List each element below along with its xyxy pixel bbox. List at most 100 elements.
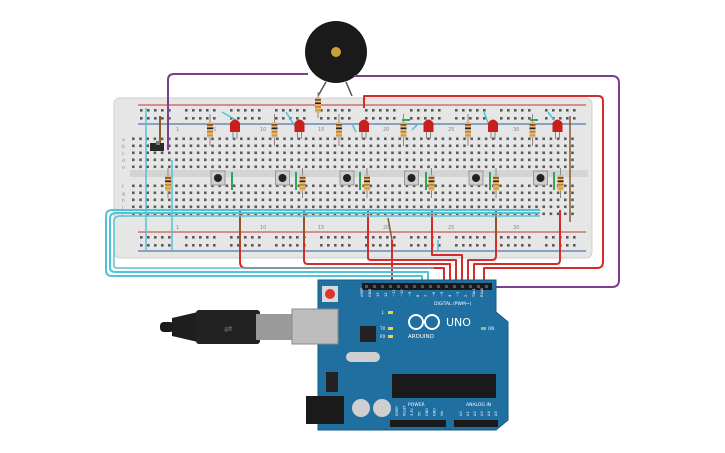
breadboard-hole: [290, 198, 293, 202]
power-header: [390, 420, 446, 427]
push-button[interactable]: [210, 170, 226, 186]
rail-hole: [237, 117, 240, 120]
slide-switch[interactable]: [150, 141, 164, 151]
header-pin[interactable]: [485, 285, 488, 288]
resistor[interactable]: [315, 92, 321, 118]
wire-red-4[interactable]: [431, 210, 463, 284]
breadboard-hole: [261, 198, 265, 202]
red-led[interactable]: [552, 119, 563, 140]
red-led[interactable]: [359, 119, 369, 140]
piezo-buzzer[interactable]: [305, 21, 367, 97]
rail-hole: [573, 236, 576, 239]
resistor[interactable]: [299, 168, 306, 198]
breadboard-hole: [146, 184, 149, 188]
breadboard-hole: [571, 212, 574, 216]
push-button[interactable]: [404, 170, 419, 186]
rail-hole: [438, 117, 441, 120]
wire-cyan-loop-2[interactable]: [109, 212, 540, 286]
header-pin[interactable]: [389, 285, 392, 288]
resistor[interactable]: [207, 114, 213, 146]
header-pin[interactable]: [365, 285, 368, 288]
rail-hole: [154, 236, 157, 239]
wire-red-2[interactable]: [303, 210, 451, 284]
breadboard-hole: [369, 198, 373, 202]
digital-pin-label: TX▸1: [472, 288, 476, 298]
red-led[interactable]: [294, 119, 305, 140]
breadboard-hole: [211, 158, 214, 162]
red-led[interactable]: [488, 119, 498, 140]
breadboard-hole: [175, 165, 178, 169]
breadboard-hole: [146, 144, 149, 148]
breadboard-hole: [297, 191, 301, 195]
resistor[interactable]: [493, 168, 499, 198]
wire-red-top[interactable]: [363, 95, 604, 284]
wire-purple-right[interactable]: [354, 75, 620, 288]
header-pin[interactable]: [413, 285, 416, 288]
row-letter: c: [122, 152, 125, 157]
breadboard-hole: [405, 151, 409, 155]
wire-brown-4[interactable]: [387, 217, 393, 241]
wire-cyan-loop[interactable]: [105, 209, 540, 404]
breadboard-hole: [247, 151, 250, 155]
resistor[interactable]: [364, 168, 370, 198]
breadboard-hole: [384, 198, 387, 202]
push-button[interactable]: [339, 170, 355, 186]
wire-red-6[interactable]: [473, 210, 561, 284]
resistor[interactable]: [465, 114, 471, 146]
header-pin[interactable]: [397, 285, 400, 288]
breadboard-hole: [132, 151, 135, 155]
rail-hole: [206, 244, 209, 247]
red-led[interactable]: [230, 119, 240, 140]
rail-hole: [545, 109, 548, 112]
wire-cyan-loop-3[interactable]: [113, 215, 540, 269]
resistor[interactable]: [529, 114, 536, 146]
header-pin[interactable]: [373, 285, 376, 288]
rail-hole: [462, 244, 465, 247]
wire-cyan-short-1[interactable]: [221, 111, 237, 121]
arduino-uno[interactable]: ARDUINO UNO DIGITAL (PWM~) POWER ANALOG …: [291, 279, 509, 431]
breadboard-hole: [456, 144, 459, 148]
resistor[interactable]: [428, 168, 435, 198]
header-pin[interactable]: [477, 285, 480, 288]
breadboard-hole: [175, 191, 178, 195]
rail-hole: [303, 109, 306, 112]
breadboard-hole: [463, 151, 466, 155]
header-pin[interactable]: [429, 285, 432, 288]
wire-red-3[interactable]: [367, 210, 457, 284]
header-pin[interactable]: [405, 285, 408, 288]
rail-hole: [545, 244, 548, 247]
header-pin[interactable]: [453, 285, 456, 288]
resistor[interactable]: [557, 168, 564, 198]
wire-cyan-short-4[interactable]: [411, 123, 419, 131]
header-pin[interactable]: [421, 285, 424, 288]
resistor[interactable]: [165, 168, 171, 198]
resistor[interactable]: [271, 114, 278, 146]
push-button[interactable]: [275, 170, 290, 186]
breadboard-hole: [153, 191, 157, 195]
push-button[interactable]: [533, 170, 548, 186]
wire-red-5[interactable]: [467, 210, 497, 284]
wire-cyan-short-2[interactable]: [285, 111, 297, 129]
red-led[interactable]: [423, 119, 434, 140]
breadboard-hole: [391, 165, 394, 169]
breadboard-hole: [484, 205, 488, 209]
rail-hole: [424, 236, 427, 239]
header-pin[interactable]: [381, 285, 384, 288]
breadboard-hole: [564, 165, 567, 169]
rail-hole: [507, 109, 510, 112]
digital-pin-label: RX◂0: [480, 287, 484, 297]
digital-pin-label: 2: [464, 295, 468, 297]
resistor[interactable]: [336, 114, 342, 146]
breadboard-hole: [513, 137, 517, 141]
header-pin[interactable]: [437, 285, 440, 288]
usb-cable[interactable]: ⇌: [160, 310, 294, 344]
wire-cyan-short-3[interactable]: [351, 123, 357, 133]
header-pin[interactable]: [469, 285, 472, 288]
breadboard-hole: [326, 137, 329, 141]
header-pin[interactable]: [461, 285, 464, 288]
wire-cyan-short-6[interactable]: [547, 111, 555, 121]
header-pin[interactable]: [445, 285, 448, 288]
resistor[interactable]: [400, 114, 407, 146]
push-button[interactable]: [468, 170, 484, 186]
wire-purple-left[interactable]: [167, 73, 308, 150]
